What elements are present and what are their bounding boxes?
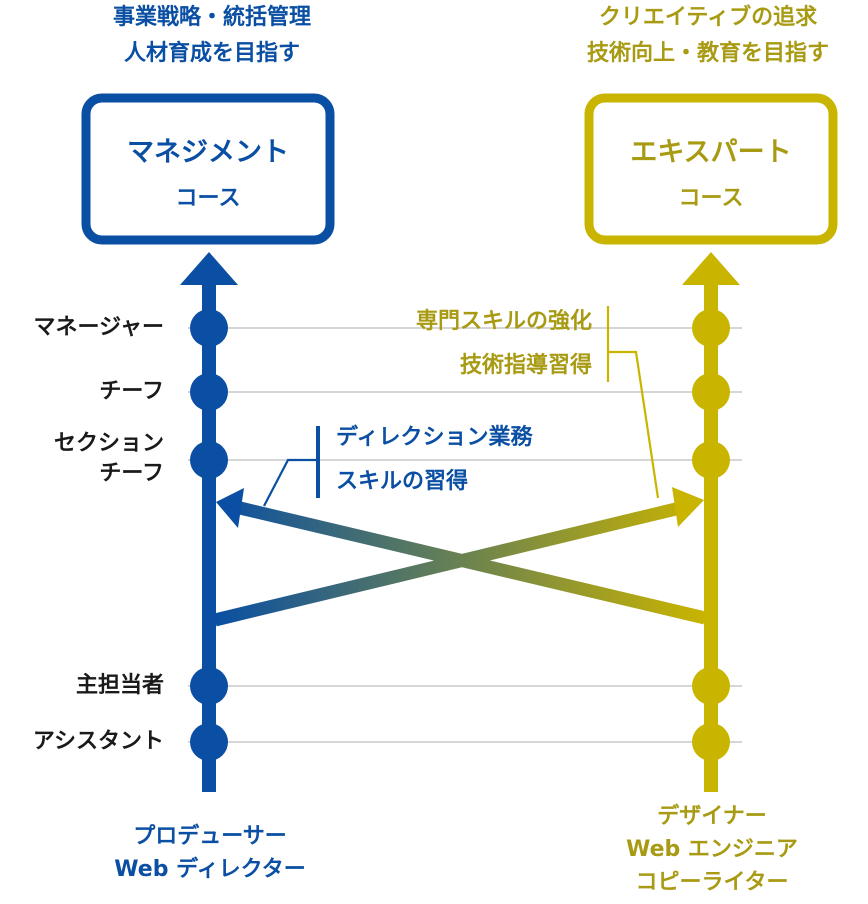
management-goal: 事業戦略・統括管理 人材育成を目指す [52,0,372,72]
level-label-section-chief-line-1: セクション [53,431,164,456]
to-management-note-bracket [263,426,320,507]
management-node-manager [190,309,228,347]
expert-goal: クリエイティブの追求 技術向上・教育を目指す [548,0,868,72]
expert-axis-arrowhead [682,252,740,285]
cross-arrow-to-management [238,501,707,625]
management-node-chief [190,373,228,411]
to-management-note-line-2: スキルの習得 [336,469,469,494]
management-start-role-2: Web ディレクター [114,857,306,882]
management-course-box [81,93,335,245]
management-course-sub: コース [175,186,241,211]
expert-goal-line-1: クリエイティブの追求 [598,5,818,30]
to-expert-note-bracket [606,306,660,499]
expert-course-title: エキスパート [630,137,792,168]
level-label-section-chief: セクション チーフ [0,429,164,489]
expert-node-section-chief [692,441,730,479]
to-management-note-line-1: ディレクション業務 [336,425,533,450]
expert-start-role-3: コピーライター [635,870,789,895]
to-management-note: ディレクション業務 スキルの習得 [336,416,532,504]
expert-start-roles: デザイナー Web エンジニア コピーライター [562,800,862,899]
level-grid-lines [188,327,742,743]
management-node-section-chief [190,441,228,479]
management-goal-line-2: 人材育成を目指す [123,41,300,66]
to-expert-note-line-1: 専門スキルの強化 [415,309,592,334]
cross-arrow-to-management-head [216,488,244,528]
cross-arrow-to-expert [213,501,682,627]
management-level-nodes [190,309,228,761]
expert-start-role-2: Web エンジニア [626,837,798,862]
expert-course-sub: コース [678,186,744,211]
expert-start-role-1: デザイナー [657,804,767,829]
level-label-assistant: アシスタント [32,729,164,754]
management-course-title: マネジメント [127,137,289,168]
management-start-roles: プロデューサー Web ディレクター [60,820,360,886]
management-start-role-1: プロデューサー [133,824,287,849]
cross-arrow-to-expert-head [672,487,704,527]
expert-node-chief [692,373,730,411]
expert-level-nodes [692,309,730,761]
management-axis-arrowhead [180,252,238,285]
management-node-staff [190,667,228,705]
management-goal-line-1: 事業戦略・統括管理 [112,5,311,30]
cross-arrows [213,487,707,627]
expert-node-manager [692,309,730,347]
expert-node-staff [692,667,730,705]
expert-node-assistant [692,723,730,761]
level-label-staff: 主担当者 [75,673,164,698]
to-expert-note-line-2: 技術指導習得 [459,353,592,378]
level-label-section-chief-line-2: チーフ [99,461,164,486]
expert-goal-line-2: 技術向上・教育を目指す [586,41,829,66]
expert-course-box [584,93,838,245]
level-label-manager: マネージャー [33,315,164,340]
management-node-assistant [190,723,228,761]
level-label-chief: チーフ [99,379,164,404]
to-expert-note: 専門スキルの強化 技術指導習得 [380,300,592,388]
